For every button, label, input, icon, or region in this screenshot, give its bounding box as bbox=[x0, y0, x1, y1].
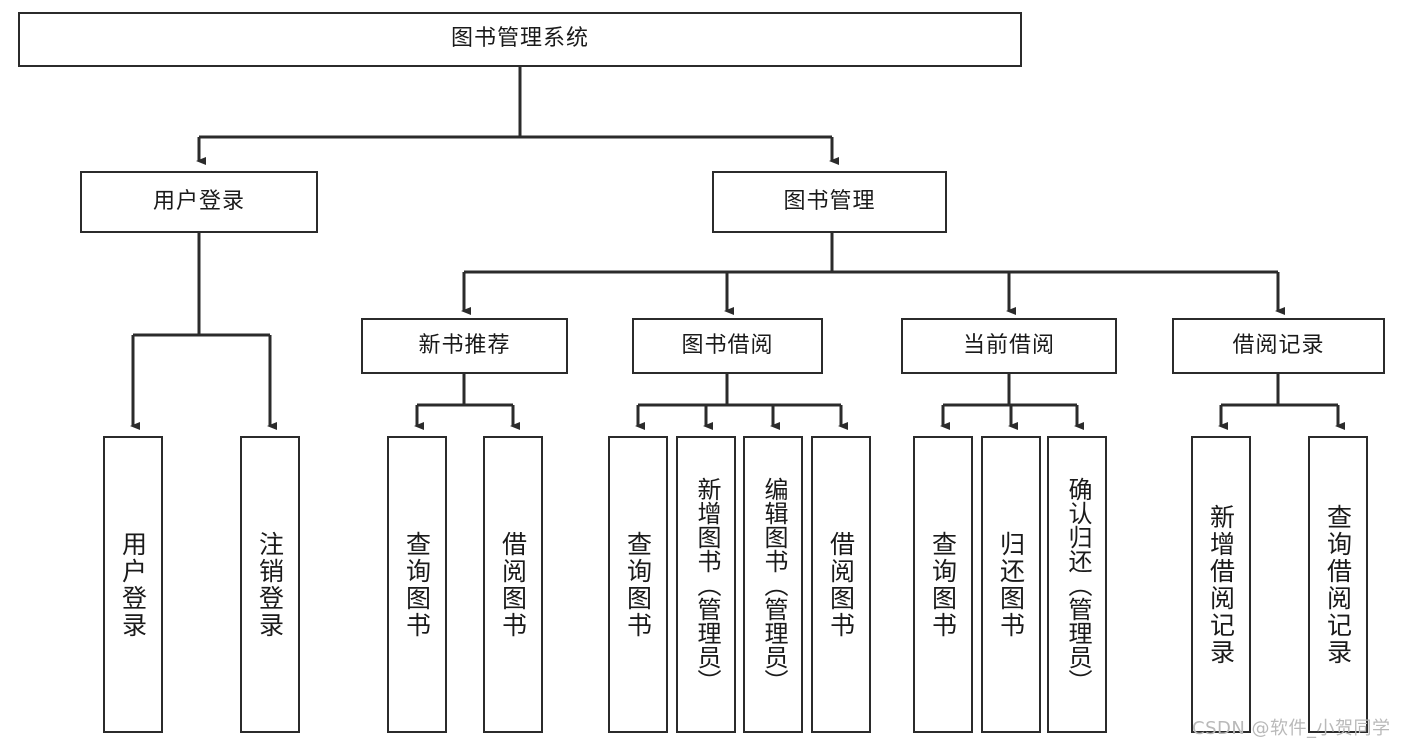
node-root[interactable]: 图书管理系统 bbox=[18, 12, 1022, 67]
leaf-edit-book-label: 编辑图书（管理员） bbox=[759, 476, 788, 693]
leaf-edit-book[interactable]: 编辑图书（管理员） bbox=[743, 436, 803, 733]
leaf-borrow-book-2[interactable]: 借阅图书 bbox=[811, 436, 871, 733]
leaf-return-book[interactable]: 归还图书 bbox=[981, 436, 1041, 733]
leaf-query-book-2[interactable]: 查询图书 bbox=[608, 436, 668, 733]
leaf-query-book-3-label: 查询图书 bbox=[928, 530, 958, 639]
leaf-confirm-return-label: 确认归还（管理员） bbox=[1063, 476, 1092, 693]
leaf-user-login[interactable]: 用户登录 bbox=[103, 436, 163, 733]
node-new-book-recommend[interactable]: 新书推荐 bbox=[361, 318, 568, 374]
leaf-borrow-book-2-label: 借阅图书 bbox=[826, 530, 856, 639]
leaf-add-book-label: 新增图书（管理员） bbox=[692, 476, 721, 693]
leaf-borrow-book-1[interactable]: 借阅图书 bbox=[483, 436, 543, 733]
node-current-borrow[interactable]: 当前借阅 bbox=[901, 318, 1117, 374]
leaf-confirm-return[interactable]: 确认归还（管理员） bbox=[1047, 436, 1107, 733]
leaf-query-book-1-label: 查询图书 bbox=[402, 530, 432, 639]
node-book-borrow-label: 图书借阅 bbox=[681, 332, 774, 358]
leaf-query-book-1[interactable]: 查询图书 bbox=[387, 436, 447, 733]
node-borrow-record-label: 借阅记录 bbox=[1232, 332, 1325, 358]
node-user-login[interactable]: 用户登录 bbox=[80, 171, 318, 233]
leaf-user-login-label: 用户登录 bbox=[118, 530, 148, 639]
node-book-borrow[interactable]: 图书借阅 bbox=[632, 318, 823, 374]
node-user-login-label: 用户登录 bbox=[152, 188, 245, 214]
node-book-manage[interactable]: 图书管理 bbox=[712, 171, 947, 233]
node-borrow-record[interactable]: 借阅记录 bbox=[1172, 318, 1385, 374]
leaf-query-record[interactable]: 查询借阅记录 bbox=[1308, 436, 1368, 733]
leaf-add-record-label: 新增借阅记录 bbox=[1206, 503, 1236, 666]
leaf-add-record[interactable]: 新增借阅记录 bbox=[1191, 436, 1251, 733]
leaf-logout-login[interactable]: 注销登录 bbox=[240, 436, 300, 733]
leaf-query-book-3[interactable]: 查询图书 bbox=[913, 436, 973, 733]
leaf-borrow-book-1-label: 借阅图书 bbox=[498, 530, 528, 639]
leaf-logout-login-label: 注销登录 bbox=[255, 530, 285, 639]
leaf-return-book-label: 归还图书 bbox=[996, 530, 1026, 639]
leaf-add-book[interactable]: 新增图书（管理员） bbox=[676, 436, 736, 733]
leaf-query-book-2-label: 查询图书 bbox=[623, 530, 653, 639]
leaf-query-record-label: 查询借阅记录 bbox=[1323, 503, 1353, 666]
node-current-borrow-label: 当前借阅 bbox=[962, 332, 1055, 358]
node-root-label: 图书管理系统 bbox=[450, 26, 589, 52]
node-new-book-recommend-label: 新书推荐 bbox=[418, 332, 511, 358]
csdn-watermark: CSDN @软件_小贺同学 bbox=[1192, 718, 1391, 739]
node-book-manage-label: 图书管理 bbox=[783, 188, 876, 214]
